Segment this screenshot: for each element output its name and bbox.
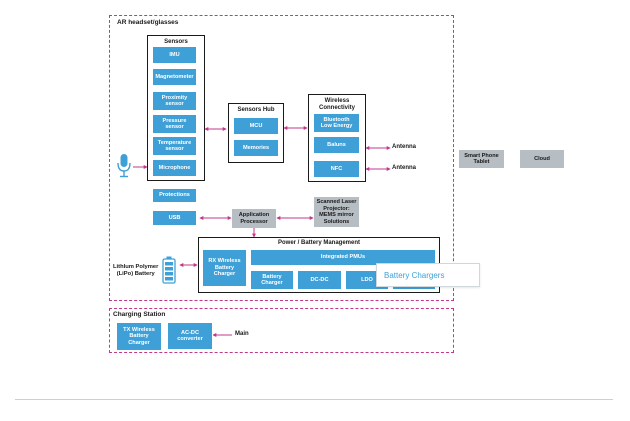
usb-block: USB	[152, 210, 197, 226]
ar-headset-frame	[109, 15, 454, 301]
lipo-battery-label: LithIum Polymer (LiPo) Battery	[113, 264, 159, 277]
memories-block: Memories	[233, 139, 279, 157]
laser-projector-block: Scanned Laser Projector: MEMS mirror Sol…	[314, 197, 359, 227]
dcdc-block: DC-DC	[297, 270, 342, 290]
application-processor-block: Application Processor	[232, 209, 276, 228]
nfc-block: NFC	[313, 160, 360, 178]
antenna-label-2: Antenna	[392, 165, 416, 171]
antenna-label-1: Antenna	[392, 144, 416, 150]
battery-charger-block: Battery Charger	[250, 270, 294, 290]
acdc-converter-block: AC-DC converter	[167, 322, 213, 350]
baluns-block: Baluns	[313, 136, 360, 154]
power-title: Power / Battery Management	[277, 240, 361, 246]
battery-icon	[162, 256, 176, 284]
sensors-hub-title: Sensors Hub	[237, 107, 275, 113]
battery-chargers-tooltip: Battery Chargers	[376, 263, 480, 287]
charging-station-title: Charging Station	[113, 311, 166, 318]
main-label: Main	[235, 331, 249, 337]
bottom-divider	[15, 399, 613, 400]
temperature-sensor-block: Temperature sensor	[152, 136, 197, 156]
sensors-title: Sensors	[164, 39, 188, 45]
ar-headset-title: AR headset/glasses	[117, 19, 179, 26]
charging-station-frame	[109, 308, 454, 353]
smartphone-tablet-block: Smart Phone Tablet	[459, 150, 504, 168]
integrated-pmus-block: Integrated PMUs	[250, 249, 436, 266]
microphone-block: Microphone	[152, 159, 197, 177]
imu-block: IMU	[152, 46, 197, 64]
proximity-sensor-block: Proximity sensor	[152, 91, 197, 111]
cloud-block: Cloud	[520, 150, 564, 168]
tx-wireless-charger-block: TX Wireless Battery Charger	[116, 322, 162, 351]
magnetometer-block: Magnetometer	[152, 68, 197, 86]
bluetooth-le-block: Bluetooth Low Energy	[313, 113, 360, 133]
protections-block: Protections	[152, 188, 197, 203]
rx-wireless-charger-block: RX Wireless Battery Charger	[202, 249, 247, 287]
microphone-icon	[117, 154, 131, 178]
wireless-title: Wireless Connectivity	[318, 98, 355, 111]
pressure-sensor-block: Pressure sensor	[152, 114, 197, 134]
mcu-block: MCU	[233, 117, 279, 135]
